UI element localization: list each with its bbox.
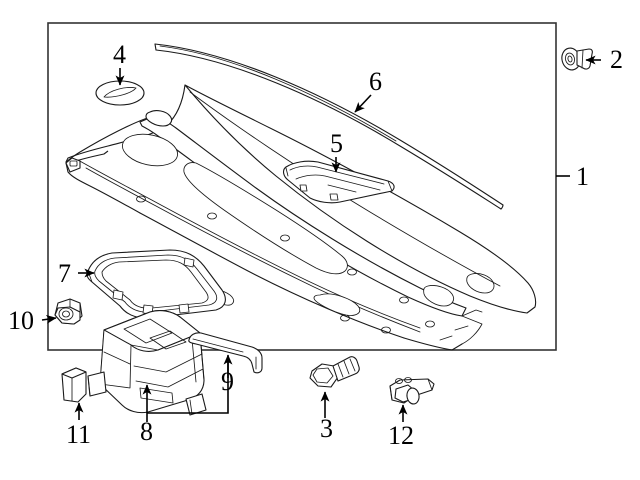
part-duct-seal-strip (188, 332, 263, 374)
callout-label-6: 6 (369, 67, 382, 96)
callout-label-2: 2 (610, 45, 623, 74)
part-washer-nozzle-jet (389, 377, 435, 405)
part-end-cap-block (61, 367, 87, 403)
part-cowl-side-grille-panel (283, 160, 395, 204)
leader-6 (354, 94, 372, 113)
callout-label-1: 1 (576, 162, 589, 191)
callout-label-8: 8 (140, 417, 153, 446)
part-windshield-side-molding (154, 43, 504, 210)
leader-8-bracket (146, 362, 229, 422)
callout-label-9: 9 (221, 367, 234, 396)
callout-label-7: 7 (58, 259, 71, 288)
part-cowl-grille-assembly (65, 84, 537, 351)
part-air-inlet-duct-housing (87, 310, 207, 416)
part-hex-flange-bolt (309, 356, 360, 388)
part-push-pin-retainer-clip (561, 47, 593, 71)
part-flange-nut (54, 298, 83, 325)
callout-label-12: 12 (388, 421, 414, 450)
callout-label-10: 10 (8, 306, 34, 335)
callout-label-11: 11 (66, 420, 91, 449)
callout-label-5: 5 (330, 129, 343, 158)
callout-label-4: 4 (113, 40, 126, 69)
part-cowl-seal-frame (86, 249, 226, 319)
part-oval-grommet-plug (95, 80, 145, 106)
leader-10 (41, 314, 57, 324)
callout-label-3: 3 (320, 414, 333, 443)
